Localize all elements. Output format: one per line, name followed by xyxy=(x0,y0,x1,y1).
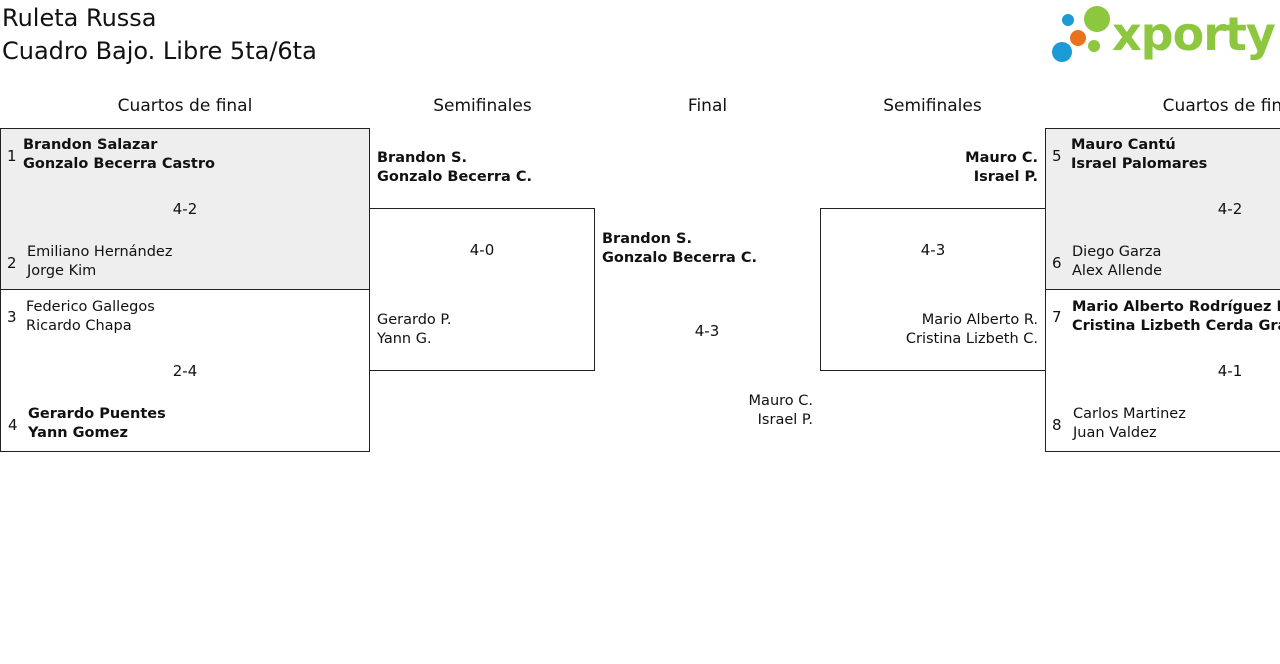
round-header-final: Final xyxy=(687,96,728,116)
seed-number: 7 xyxy=(1052,308,1062,326)
seed-number: 5 xyxy=(1052,147,1062,165)
team-left-qf1-top: Brandon Salazar Gonzalo Becerra Castro xyxy=(23,136,215,174)
player-name: Brandon S. xyxy=(377,150,467,166)
team-left-sf-bottom: Gerardo P. Yann G. xyxy=(377,311,452,349)
player-name: Gonzalo Becerra C. xyxy=(602,250,757,266)
seed-number: 4 xyxy=(8,416,18,434)
player-name: Cristina Lizbeth C. xyxy=(905,331,1038,347)
player-name: Brandon Salazar xyxy=(23,137,158,153)
player-name: Yann G. xyxy=(377,331,432,347)
player-name: Jorge Kim xyxy=(27,263,97,279)
player-name: Mario Alberto Rodríguez Fra xyxy=(1072,299,1280,315)
team-right-sf-top: Mauro C. Israel P. xyxy=(878,149,1038,187)
page-title: Ruleta Russa xyxy=(2,4,157,32)
player-name: Carlos Martinez xyxy=(1073,406,1186,422)
player-name: Brandon S. xyxy=(602,231,692,247)
score-right-sf: 4-3 xyxy=(920,241,946,259)
logo-dot-blue-large xyxy=(1052,42,1072,62)
player-name: Juan Valdez xyxy=(1073,425,1157,441)
player-name: Mauro C. xyxy=(748,393,813,409)
seed-number: 1 xyxy=(7,147,17,165)
player-name: Yann Gomez xyxy=(28,425,128,441)
match-left-sf xyxy=(369,208,595,371)
match-right-sf xyxy=(820,208,1046,371)
team-right-qf1-bottom: Diego Garza Alex Allende xyxy=(1072,243,1162,281)
player-name: Israel P. xyxy=(973,169,1038,185)
player-name: Gerardo Puentes xyxy=(28,406,166,422)
player-name: Emiliano Hernández xyxy=(27,244,173,260)
round-header-left-sf: Semifinales xyxy=(433,96,532,116)
player-name: Gonzalo Becerra C. xyxy=(377,169,532,185)
score-left-sf: 4-0 xyxy=(469,241,495,259)
team-final-bottom: Mauro C. Israel P. xyxy=(693,392,813,430)
team-right-sf-bottom: Mario Alberto R. Cristina Lizbeth C. xyxy=(858,311,1038,349)
player-name: Alex Allende xyxy=(1072,263,1163,279)
score-left-qf2: 2-4 xyxy=(172,362,198,380)
team-left-qf2-bottom: Gerardo Puentes Yann Gomez xyxy=(28,405,166,443)
logo-dot-orange xyxy=(1070,30,1086,46)
seed-number: 8 xyxy=(1052,416,1062,434)
xporty-logo: xporty xyxy=(1050,4,1276,66)
round-header-left-qf: Cuartos de final xyxy=(117,96,253,116)
player-name: Israel P. xyxy=(757,412,813,428)
player-name: Federico Gallegos xyxy=(26,299,155,315)
logo-text: xporty xyxy=(1112,7,1276,61)
match-left-qf-1 xyxy=(0,128,370,290)
player-name: Gonzalo Becerra Castro xyxy=(23,156,215,172)
team-left-sf-top: Brandon S. Gonzalo Becerra C. xyxy=(377,149,532,187)
player-name: Ricardo Chapa xyxy=(26,318,132,334)
logo-dot-blue-small xyxy=(1062,14,1074,26)
player-name: Mauro C. xyxy=(965,150,1038,166)
page-subtitle: Cuadro Bajo. Libre 5ta/6ta xyxy=(2,37,317,65)
team-right-qf2-top: Mario Alberto Rodríguez Fra Cristina Liz… xyxy=(1072,298,1280,336)
score-right-qf1: 4-2 xyxy=(1217,200,1243,218)
team-right-qf1-top: Mauro Cantú Israel Palomares xyxy=(1071,136,1280,174)
team-left-qf1-bottom: Emiliano Hernández Jorge Kim xyxy=(27,243,172,281)
round-header-right-sf: Semifinales xyxy=(883,96,982,116)
player-name: Gerardo P. xyxy=(377,312,452,328)
round-header-right-qf: Cuartos de final xyxy=(1162,96,1280,116)
seed-number: 3 xyxy=(7,308,17,326)
player-name: Mauro Cantú xyxy=(1071,137,1176,153)
team-final-top: Brandon S. Gonzalo Becerra C. xyxy=(602,230,757,268)
player-name: Mario Alberto R. xyxy=(921,312,1038,328)
seed-number: 2 xyxy=(7,254,17,272)
match-right-qf-2 xyxy=(1045,289,1280,452)
seed-number: 6 xyxy=(1052,254,1062,272)
team-right-qf2-bottom: Carlos Martinez Juan Valdez xyxy=(1073,405,1186,443)
score-right-qf2: 4-1 xyxy=(1217,362,1243,380)
score-left-qf1: 4-2 xyxy=(172,200,198,218)
player-name: Diego Garza xyxy=(1072,244,1162,260)
logo-dot-green-large xyxy=(1084,6,1110,32)
player-name: Israel Palomares xyxy=(1071,156,1208,172)
player-name: Cristina Lizbeth Cerda Grana xyxy=(1072,318,1280,334)
team-left-qf2-top: Federico Gallegos Ricardo Chapa xyxy=(26,298,155,336)
logo-dot-green-small xyxy=(1088,40,1100,52)
score-final: 4-3 xyxy=(694,322,720,340)
